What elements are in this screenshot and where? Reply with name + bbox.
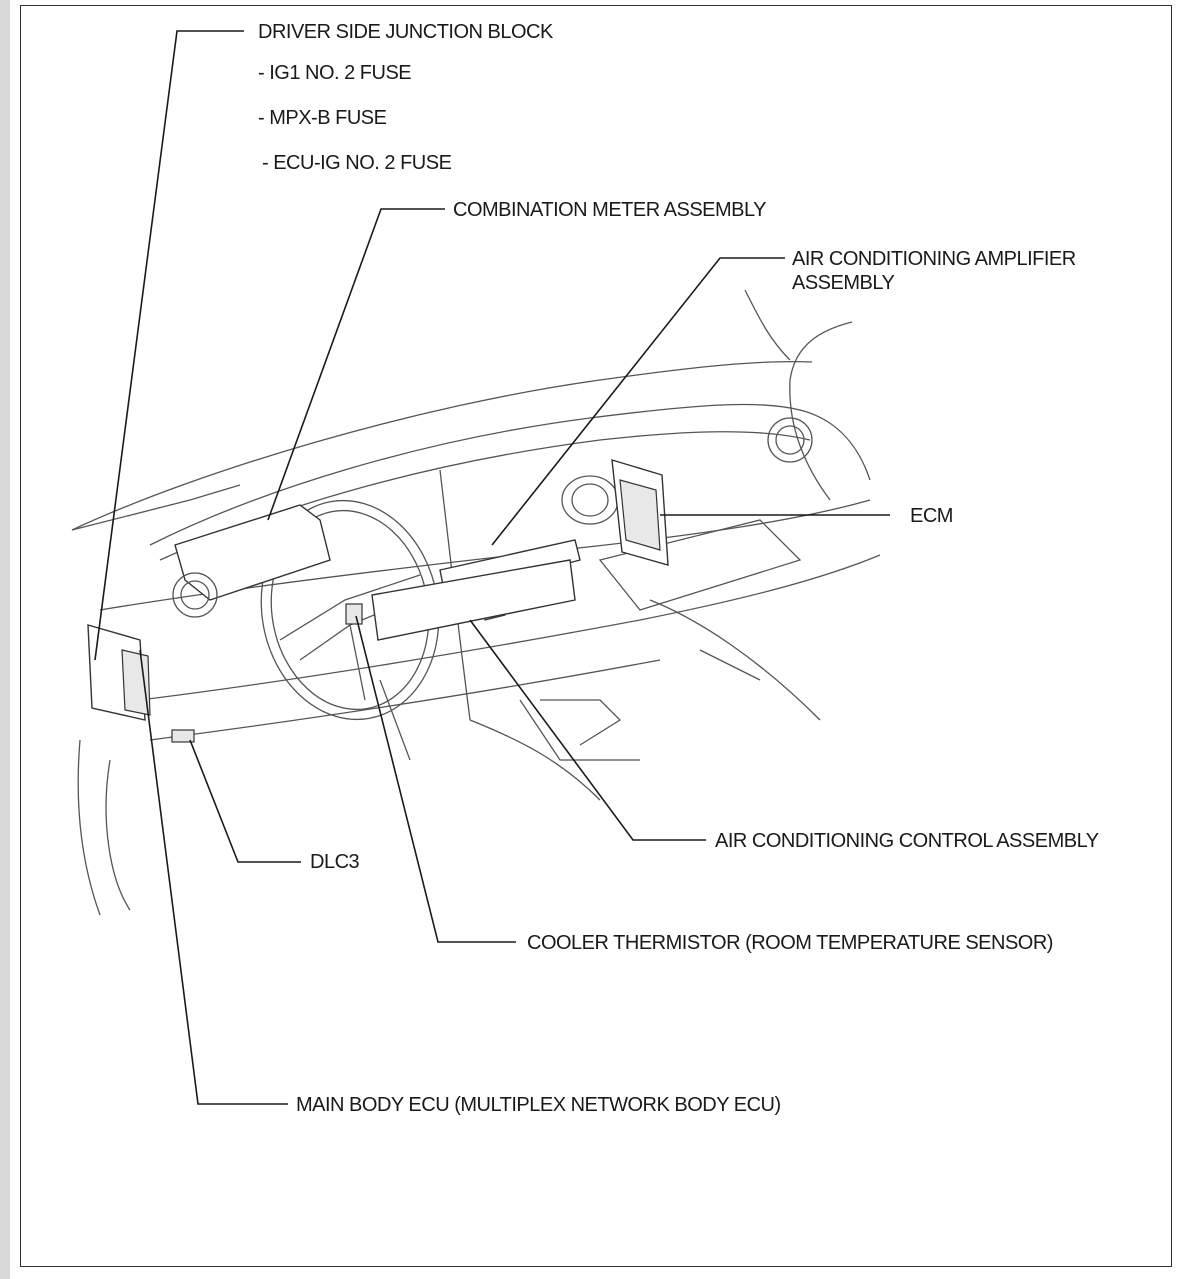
ecm-part bbox=[611, 459, 669, 566]
label-combination-meter: COMBINATION METER ASSEMBLY bbox=[453, 199, 766, 221]
diagram-border bbox=[20, 5, 1172, 1267]
ac-control-part bbox=[371, 559, 576, 641]
leader-lines bbox=[94, 30, 890, 1105]
label-main-body-ecu: MAIN BODY ECU (MULTIPLEX NETWORK BODY EC… bbox=[296, 1094, 781, 1116]
junction-block-part bbox=[87, 624, 151, 721]
label-ig1-fuse: - IG1 NO. 2 FUSE bbox=[258, 62, 412, 84]
combination-meter-part bbox=[172, 504, 331, 618]
label-driver-side-junction-block: DRIVER SIDE JUNCTION BLOCK bbox=[258, 21, 553, 43]
vehicle-body-outline bbox=[71, 289, 881, 916]
label-ac-control: AIR CONDITIONING CONTROL ASSEMBLY bbox=[715, 830, 1099, 852]
label-ecu-ig-fuse: - ECU-IG NO. 2 FUSE bbox=[262, 152, 452, 174]
diagram-sheet bbox=[10, 0, 1200, 1279]
cooler-thermistor-part bbox=[345, 603, 363, 625]
label-ecm: ECM bbox=[910, 505, 953, 527]
label-mpx-b-fuse: - MPX-B FUSE bbox=[258, 107, 387, 129]
dlc3-part bbox=[171, 729, 195, 743]
label-ac-amplifier-line1: AIR CONDITIONING AMPLIFIER bbox=[792, 248, 1076, 270]
label-ac-amplifier-line2: ASSEMBLY bbox=[792, 272, 895, 294]
label-cooler-thermistor: COOLER THERMISTOR (ROOM TEMPERATURE SENS… bbox=[527, 932, 1053, 954]
label-dlc3: DLC3 bbox=[310, 851, 360, 873]
